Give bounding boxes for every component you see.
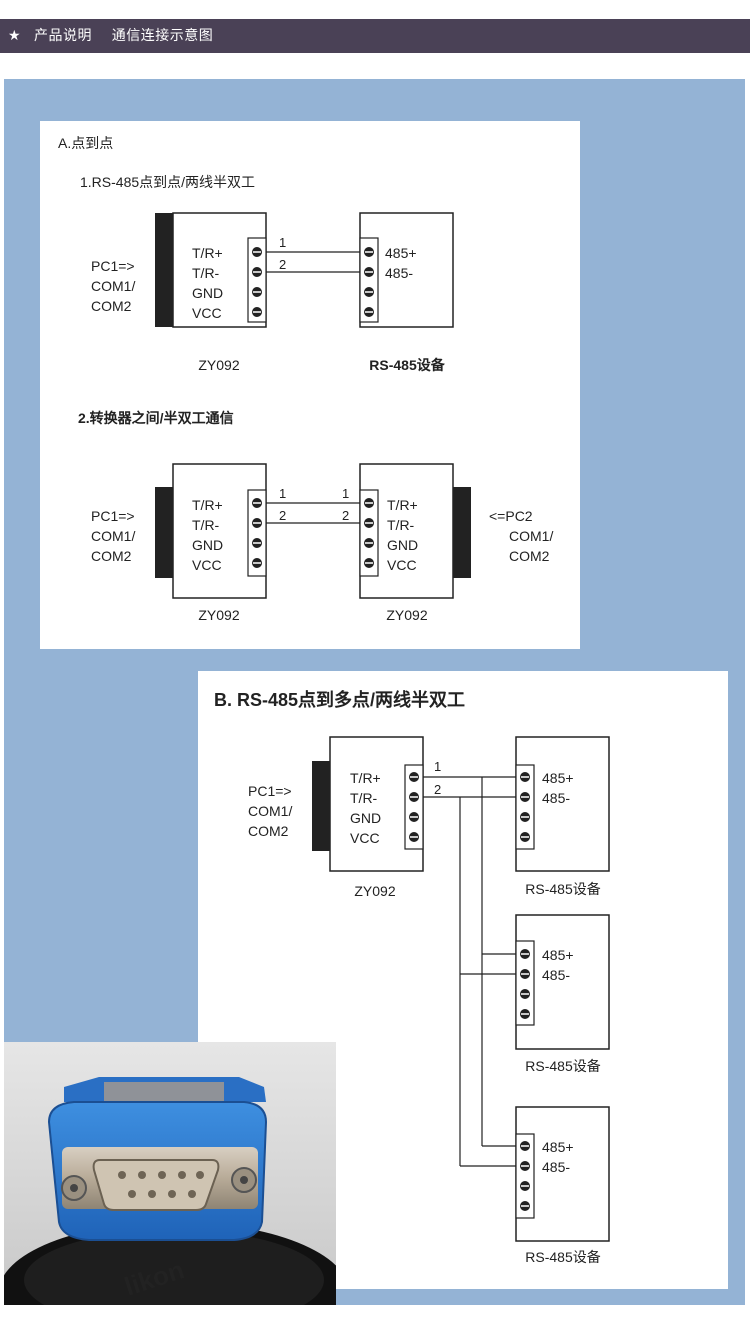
wires bbox=[266, 251, 360, 273]
pc-label: PC1=> bbox=[91, 508, 135, 524]
product-photo: likon bbox=[4, 1042, 336, 1305]
pc-label: COM1/ bbox=[91, 528, 135, 544]
pin-label: GND bbox=[192, 285, 223, 301]
terminal-block bbox=[247, 237, 267, 323]
converter-name: ZY092 bbox=[386, 607, 427, 623]
terminal-block bbox=[515, 940, 535, 1026]
terminal-screws bbox=[520, 949, 530, 1019]
diagram-a: A.点到点 1.RS-485点到点/两线半双工 T/R+ T/R- GND VC… bbox=[58, 135, 553, 623]
pc-label: PC1=> bbox=[248, 783, 292, 799]
terminal-block bbox=[515, 764, 535, 850]
pc-label: COM2 bbox=[91, 548, 132, 564]
pc2-label: <=PC2 bbox=[489, 508, 533, 524]
wire-label: 1 bbox=[279, 486, 286, 501]
pc-label: COM2 bbox=[248, 823, 289, 839]
device-name: RS-485设备 bbox=[525, 881, 600, 897]
pc2-label: COM2 bbox=[509, 548, 550, 564]
terminal-block bbox=[247, 489, 267, 577]
diagram-b: B. RS-485点到多点/两线半双工 T/R+ T/R- GND VCC PC… bbox=[214, 689, 610, 1265]
device-pin-label: 485- bbox=[542, 967, 570, 983]
device-name: RS-485设备 bbox=[525, 1058, 600, 1074]
pin-label: T/R- bbox=[350, 790, 378, 806]
wire-label: 2 bbox=[279, 508, 286, 523]
device-pin-label: 485+ bbox=[542, 1139, 574, 1155]
device-pin-label: 485- bbox=[542, 790, 570, 806]
wire-label: 2 bbox=[279, 257, 286, 272]
pin-label: T/R- bbox=[387, 517, 415, 533]
pin-label: GND bbox=[350, 810, 381, 826]
device-pin-label: 485- bbox=[385, 265, 413, 281]
rs485-device-box bbox=[515, 1106, 610, 1242]
wire-label: 2 bbox=[434, 782, 441, 797]
db9-connector bbox=[155, 213, 173, 327]
terminal-screws bbox=[252, 498, 262, 568]
wires bbox=[266, 502, 360, 524]
pc-label: COM1/ bbox=[248, 803, 292, 819]
device-name: RS-485设备 bbox=[525, 1249, 600, 1265]
product-photo-illustration: likon bbox=[4, 1042, 336, 1305]
section-a-sub2: 2.转换器之间/半双工通信 bbox=[78, 410, 234, 426]
pin-label: GND bbox=[192, 537, 223, 553]
terminal-screws bbox=[520, 772, 530, 842]
wire-label: 1 bbox=[342, 486, 349, 501]
wire-label: 2 bbox=[342, 508, 349, 523]
pin-label: VCC bbox=[192, 557, 222, 573]
pin-label: T/R+ bbox=[192, 245, 223, 261]
pin-label: VCC bbox=[387, 557, 417, 573]
device-name: RS-485设备 bbox=[369, 357, 445, 373]
pin-label: T/R+ bbox=[350, 770, 381, 786]
db9-connector bbox=[312, 761, 330, 851]
terminal-screws bbox=[520, 1141, 530, 1211]
terminal-screws bbox=[252, 247, 262, 317]
device-pin-label: 485+ bbox=[542, 947, 574, 963]
pc2-label: COM1/ bbox=[509, 528, 553, 544]
db9-connector bbox=[155, 487, 173, 578]
wire-label: 1 bbox=[279, 235, 286, 250]
terminal-block bbox=[515, 1133, 535, 1219]
terminal-screws bbox=[364, 498, 374, 568]
bus-wires bbox=[423, 776, 516, 1167]
pin-label: VCC bbox=[350, 830, 380, 846]
converter-name: ZY092 bbox=[198, 357, 239, 373]
converter-name: ZY092 bbox=[354, 883, 395, 899]
pin-label: VCC bbox=[192, 305, 222, 321]
terminal-screws bbox=[409, 772, 419, 842]
pin-label: T/R+ bbox=[192, 497, 223, 513]
terminal-block bbox=[359, 489, 379, 577]
converter-name: ZY092 bbox=[198, 607, 239, 623]
header-title: 产品说明 通信连接示意图 bbox=[34, 28, 214, 44]
panel-point-to-point: A.点到点 1.RS-485点到点/两线半双工 T/R+ T/R- GND VC… bbox=[40, 121, 580, 649]
wire-label: 1 bbox=[434, 759, 441, 774]
device-pin-label: 485+ bbox=[542, 770, 574, 786]
pin-label: T/R- bbox=[192, 265, 220, 281]
star-icon: ★ bbox=[8, 28, 21, 44]
section-a-sub1: 1.RS-485点到点/两线半双工 bbox=[80, 174, 255, 190]
db9-connector bbox=[453, 487, 471, 578]
section-b-heading: B. RS-485点到多点/两线半双工 bbox=[214, 689, 465, 710]
pin-label: T/R- bbox=[192, 517, 220, 533]
device-pin-label: 485+ bbox=[385, 245, 417, 261]
pc-label: COM2 bbox=[91, 298, 132, 314]
pc-label: COM1/ bbox=[91, 278, 135, 294]
terminal-screws bbox=[364, 247, 374, 317]
pin-label: T/R+ bbox=[387, 497, 418, 513]
terminal-block bbox=[404, 764, 424, 850]
pc-label: PC1=> bbox=[91, 258, 135, 274]
pin-label: GND bbox=[387, 537, 418, 553]
terminal-block bbox=[359, 237, 379, 323]
page-header: ★ 产品说明 通信连接示意图 bbox=[0, 19, 750, 53]
device-pin-label: 485- bbox=[542, 1159, 570, 1175]
section-a-heading: A.点到点 bbox=[58, 135, 113, 151]
